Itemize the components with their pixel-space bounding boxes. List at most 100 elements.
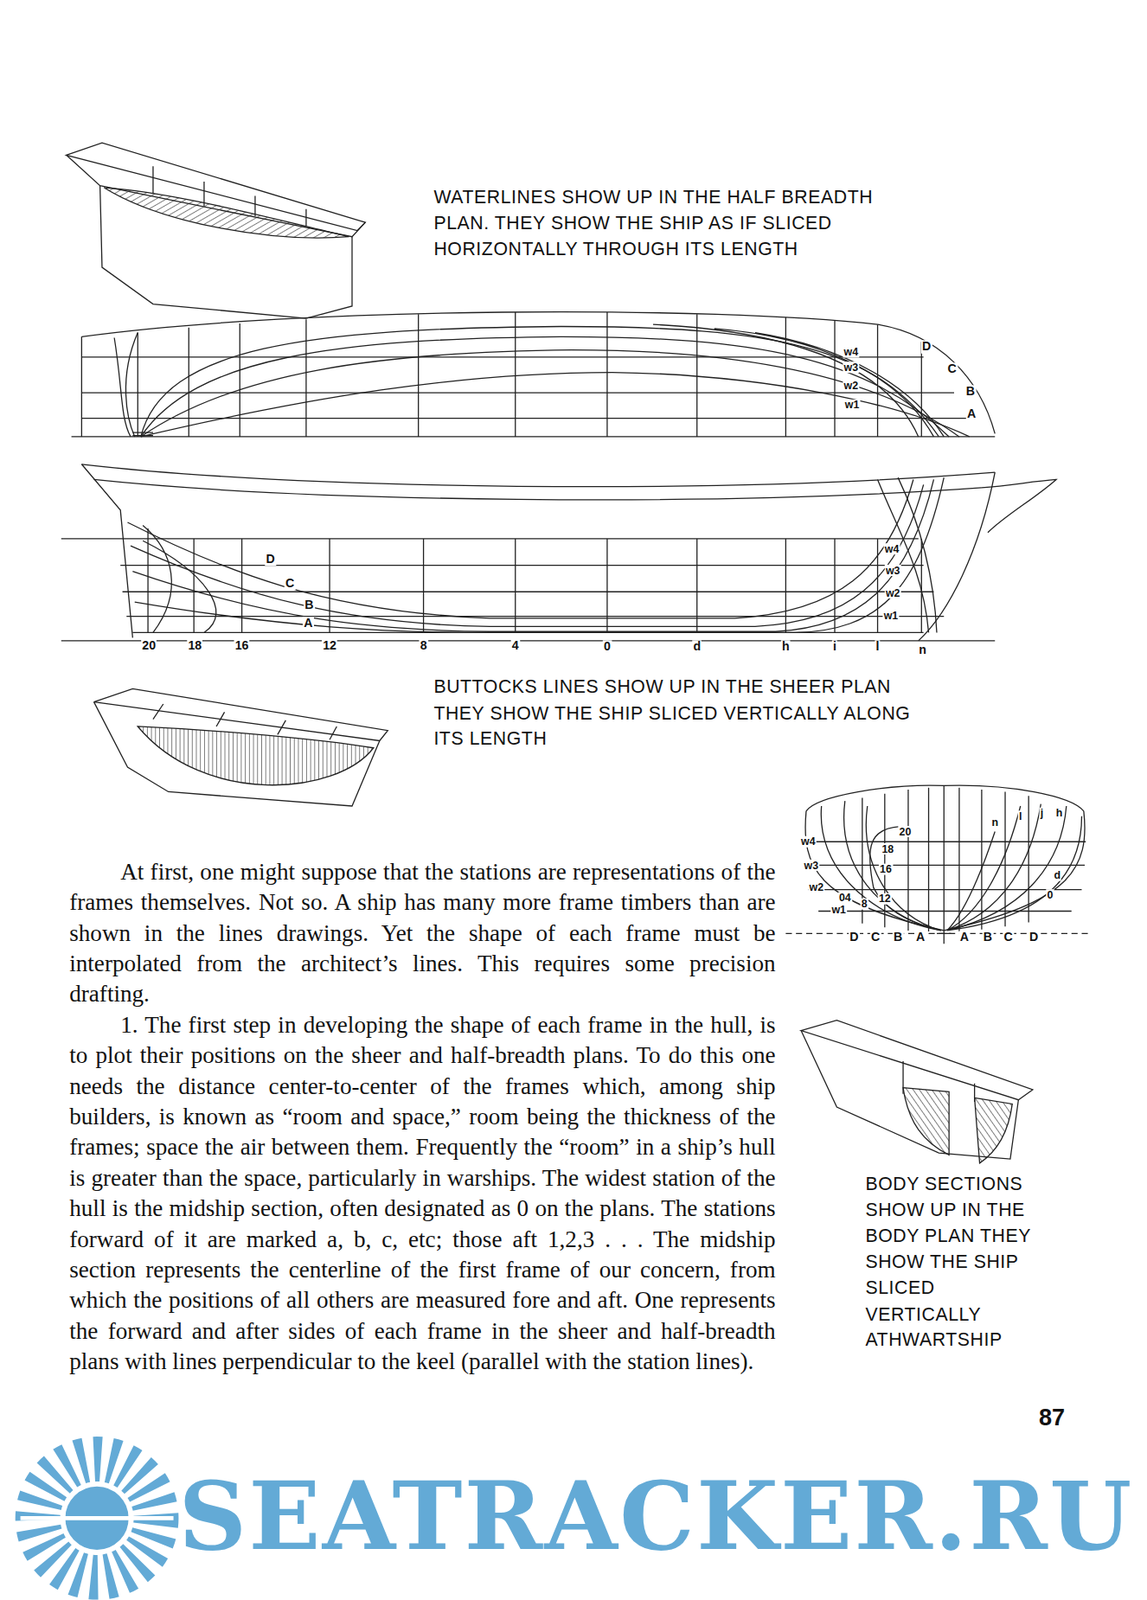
sheer-plan xyxy=(877,477,937,633)
station-letter: h xyxy=(1055,807,1064,820)
station-number: 16 xyxy=(234,639,250,653)
watermark: SEATRACKER.RU xyxy=(178,1469,1134,1564)
sheer-plan xyxy=(81,464,995,487)
sheer-plan xyxy=(127,479,913,618)
station-number: 12 xyxy=(877,893,892,905)
station-letter: l xyxy=(1018,810,1024,822)
sun-logo xyxy=(20,1459,174,1578)
waterline-label: w4 xyxy=(884,543,901,555)
body-plan xyxy=(820,800,941,931)
station-number: 20 xyxy=(140,639,157,653)
body-plan xyxy=(785,785,1092,944)
buttock-letter: A xyxy=(915,930,927,944)
buttock-letter: A xyxy=(966,407,978,421)
plan-caption: WATERLINES SHOW UP IN THE HALF BREADTH P… xyxy=(433,185,913,263)
body-plan xyxy=(862,788,1029,932)
station-letter: n xyxy=(990,816,1000,828)
half-breadth-plan xyxy=(81,357,969,419)
buttock-letter: B xyxy=(982,930,994,944)
plan-caption: BUTTOCKS LINES SHOW UP IN THE SHEER PLAN… xyxy=(433,674,944,753)
station-number: 16 xyxy=(878,864,893,876)
waterline-sketch xyxy=(103,187,349,238)
station-number: 20 xyxy=(897,826,912,838)
station-number: 0 xyxy=(602,640,612,654)
half-breadth-plan xyxy=(132,432,154,436)
station-number: 12 xyxy=(321,639,338,653)
waterline-sketch xyxy=(66,142,366,319)
station-letter: d xyxy=(1052,870,1062,882)
buttock-letter: A xyxy=(959,930,971,944)
half-breadth-plan xyxy=(71,336,996,437)
body-plan xyxy=(870,826,942,931)
buttock-letter: C xyxy=(870,930,882,944)
page-number: 87 xyxy=(1038,1403,1065,1431)
body-plan xyxy=(804,841,1087,911)
body-section-sketch xyxy=(974,1097,1013,1164)
buttock-letter: D xyxy=(921,339,933,353)
station-number: 04 xyxy=(838,892,853,904)
body-plan xyxy=(785,933,1092,935)
buttock-sketch xyxy=(137,726,374,786)
buttock-letter: A xyxy=(302,616,314,630)
buttock-sketch xyxy=(94,702,380,807)
buttock-letter: C xyxy=(946,362,958,376)
buttock-letter: B xyxy=(965,384,977,398)
station-letter: n xyxy=(917,643,928,657)
sheer-plan xyxy=(918,472,995,641)
station-letter: d xyxy=(692,640,702,654)
station-letter: l xyxy=(874,640,880,654)
station-number: 18 xyxy=(880,843,895,855)
buttock-letter: B xyxy=(303,598,315,612)
station-letter: i xyxy=(832,640,838,654)
body-paragraph: 1. The first step in developing the shap… xyxy=(69,1010,776,1378)
waterline-label: w2 xyxy=(884,587,902,599)
waterline-label: w2 xyxy=(807,882,825,894)
half-breadth-plan xyxy=(114,333,138,437)
station-number: 4 xyxy=(511,639,520,653)
waterline-label: w2 xyxy=(842,379,859,391)
sheer-plan xyxy=(61,464,1057,641)
waterline-label: w3 xyxy=(884,564,902,577)
station-number: 18 xyxy=(186,639,203,653)
half-breadth-plan xyxy=(81,312,995,435)
body-section-sketch xyxy=(903,1088,949,1156)
waterline-label: w1 xyxy=(844,399,861,411)
half-breadth-plan xyxy=(140,336,949,437)
half-breadth-plan xyxy=(71,312,996,437)
sun-logo xyxy=(20,1516,174,1521)
sheer-plan xyxy=(981,479,1057,532)
body-section-sketch xyxy=(800,1020,1033,1164)
station-number: 8 xyxy=(418,639,428,653)
waterline-label: w3 xyxy=(842,361,859,373)
buttock-letter: D xyxy=(848,930,860,944)
station-letter: j xyxy=(1039,807,1045,820)
station-number: 0 xyxy=(1045,889,1054,901)
body-paragraph: At first, one might suppose that the sta… xyxy=(69,857,776,1011)
body-plan xyxy=(805,811,1085,931)
buttock-letter: D xyxy=(264,552,276,566)
buttock-letter: D xyxy=(1028,930,1040,944)
buttock-sketch xyxy=(94,688,389,807)
plan-caption: BODY SECTIONS SHOW UP IN THE BODY PLAN T… xyxy=(865,1171,1054,1354)
half-breadth-plan xyxy=(653,324,944,437)
waterline-label: w4 xyxy=(842,346,859,359)
buttock-letter: C xyxy=(284,576,296,590)
half-breadth-plan xyxy=(140,326,940,437)
buttock-letter: B xyxy=(892,930,904,944)
waterline-label: w1 xyxy=(882,609,899,622)
half-breadth-plan xyxy=(140,350,960,437)
waterline-label: w1 xyxy=(830,904,847,917)
waterline-label: w4 xyxy=(800,836,817,848)
waterline-sketch xyxy=(100,185,353,319)
sheer-plan xyxy=(81,464,133,639)
sheer-plan xyxy=(134,477,945,633)
sheer-plan xyxy=(142,525,217,634)
waterline-label: w3 xyxy=(802,859,820,872)
station-number: 8 xyxy=(860,898,869,910)
station-letter: h xyxy=(781,640,791,654)
body-plan xyxy=(947,804,1083,931)
half-breadth-plan xyxy=(140,372,970,437)
sheer-plan xyxy=(94,479,982,500)
sheer-plan xyxy=(132,479,934,632)
